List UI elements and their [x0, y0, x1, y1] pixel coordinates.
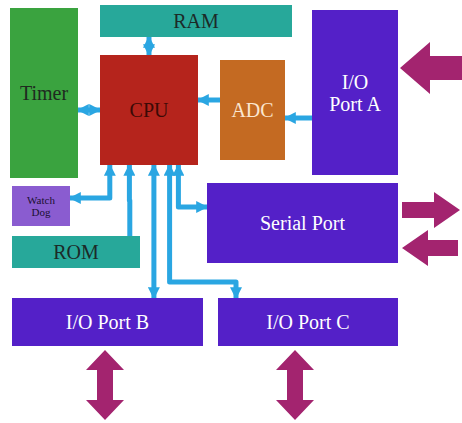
block-label: Timer	[20, 82, 68, 104]
input-arrow	[402, 230, 458, 266]
bus-connector	[178, 165, 207, 207]
input-arrow	[400, 42, 462, 94]
bus-connector	[127, 165, 132, 236]
bus-connector	[151, 165, 156, 298]
bus-connector	[198, 98, 220, 103]
block-box: Serial Port	[207, 183, 398, 263]
block-box: Timer	[10, 8, 78, 178]
block-box: RAM	[100, 5, 292, 37]
block-label: I/O Port A	[323, 71, 387, 115]
output-arrow	[402, 192, 460, 228]
block-label: I/O Port C	[266, 311, 349, 333]
bidirectional-arrow	[276, 350, 314, 420]
block-box: I/O Port C	[218, 298, 398, 346]
bus-connector	[147, 37, 152, 55]
block-label: Watch Dog	[21, 194, 61, 218]
block-label: I/O Port B	[66, 311, 149, 333]
block-box: ADC	[220, 60, 285, 160]
block-box: Watch Dog	[12, 186, 70, 226]
block-label: Serial Port	[260, 212, 345, 234]
block-label: RAM	[173, 10, 219, 32]
block-box: I/O Port B	[12, 298, 203, 346]
bus-connector	[78, 108, 100, 113]
bidirectional-arrow	[86, 350, 124, 420]
block-label: ROM	[53, 241, 99, 263]
block-label: CPU	[130, 99, 169, 121]
block-box: I/O Port A	[312, 10, 398, 175]
block-box: CPU	[100, 55, 198, 165]
block-box: ROM	[12, 236, 140, 268]
bus-connector	[285, 116, 312, 121]
block-label: ADC	[231, 99, 273, 121]
